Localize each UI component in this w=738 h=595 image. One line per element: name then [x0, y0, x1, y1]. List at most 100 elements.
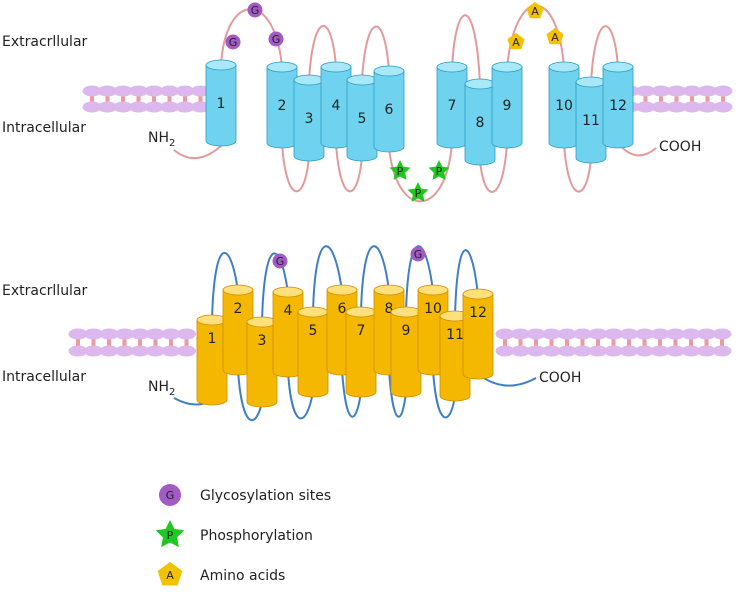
helix-number: 6	[385, 102, 394, 118]
lipid-head	[698, 101, 717, 113]
lipid-tail	[90, 91, 94, 107]
legend-glycosylation-label: Glycosylation sites	[200, 488, 331, 504]
loop-segment	[335, 142, 363, 193]
helix-number: 11	[446, 327, 464, 343]
lipid-head	[588, 345, 608, 357]
legend-glycosylation-icon: G	[159, 484, 181, 506]
bottom-intracellular-label: Intracellular	[2, 369, 86, 385]
loop-segment	[281, 142, 310, 193]
bottom-modification-marks: GG	[272, 246, 426, 269]
lipid-head	[667, 85, 686, 97]
lipid-head	[588, 328, 608, 340]
lipid-tail	[169, 334, 173, 351]
helix-number: 2	[278, 98, 287, 114]
lipid-head	[99, 328, 119, 340]
lipid-tail	[198, 91, 203, 107]
helix-2: 2	[266, 61, 298, 149]
lipid-head	[115, 328, 134, 340]
phosphorylation-star-icon: P	[428, 160, 450, 180]
bottom-n-terminus-label: NH2	[148, 379, 175, 398]
loop-segment	[173, 145, 222, 159]
svg-text:G: G	[229, 36, 238, 49]
lipid-head	[98, 101, 117, 113]
helix-number: 1	[208, 331, 217, 347]
lipid-head	[144, 101, 164, 113]
glycosylation-icon: G	[225, 34, 241, 50]
svg-text:P: P	[397, 165, 404, 178]
loop-segment	[287, 371, 314, 420]
lipid-head	[98, 85, 117, 97]
lipid-head	[651, 85, 671, 97]
lipid-tail	[690, 91, 694, 107]
phosphorylation-star-icon: P	[407, 182, 429, 202]
helix-number: 12	[469, 305, 487, 321]
loop-segment	[590, 25, 619, 84]
lipid-tail	[549, 334, 554, 351]
legend-phosphorylation-label: Phosphorylation	[200, 528, 313, 544]
lipid-head	[130, 328, 150, 340]
legend: G Glycosylation sites P Phosphorylation …	[155, 484, 331, 586]
lipid-tail	[107, 334, 111, 351]
lipid-head	[511, 345, 530, 357]
lipid-head	[713, 101, 733, 113]
lipid-head	[712, 345, 732, 357]
loop-segment	[361, 25, 390, 82]
lipid-tail	[167, 91, 172, 107]
lipid-head	[697, 345, 716, 357]
bottom-c-terminus-label: COOH	[539, 370, 581, 386]
helix-4: 4	[320, 61, 352, 149]
legend-amino-acids-label: Amino acids	[200, 568, 285, 584]
lipid-head	[511, 328, 530, 340]
lipid-tail	[534, 334, 538, 351]
loop-segment	[211, 251, 239, 322]
svg-text:G: G	[414, 248, 423, 261]
svg-text:A: A	[166, 569, 174, 582]
helix-8: 8	[464, 78, 496, 166]
lipid-tail	[121, 91, 125, 107]
lipid-head	[712, 328, 732, 340]
lipid-tail	[642, 334, 647, 351]
helix-7: 7	[345, 306, 377, 398]
helix-number: 7	[357, 323, 366, 339]
top-extracellular-label: Extracrllular	[2, 34, 88, 50]
lipid-head	[160, 101, 179, 113]
top-membrane-bilayer	[82, 85, 733, 113]
helix-number: 5	[309, 323, 318, 339]
helix-11: 11	[439, 310, 471, 402]
lipid-head	[84, 328, 103, 340]
lipid-head	[177, 328, 196, 340]
lipid-head	[557, 345, 577, 357]
lipid-head	[191, 101, 210, 113]
lipid-head	[129, 101, 148, 113]
lipid-head	[129, 85, 148, 97]
lipid-tail	[105, 91, 110, 107]
helix-number: 10	[424, 301, 442, 317]
lipid-tail	[152, 91, 156, 107]
helix-number: 4	[284, 303, 293, 319]
lipid-head	[495, 328, 515, 340]
helix-number: 4	[332, 98, 341, 114]
lipid-tail	[503, 334, 507, 351]
lipid-head	[636, 101, 655, 113]
lipid-head	[650, 345, 670, 357]
lipid-head	[651, 101, 671, 113]
lipid-head	[650, 328, 670, 340]
lipid-head	[495, 345, 515, 357]
helix-5: 5	[297, 306, 329, 398]
lipid-head	[113, 85, 133, 97]
loop-segment	[479, 142, 508, 193]
loop-segment	[341, 369, 362, 418]
lipid-head	[604, 345, 623, 357]
lipid-head	[161, 345, 181, 357]
lipid-head	[160, 85, 179, 97]
helix-10: 10	[548, 61, 580, 149]
lipid-head	[573, 345, 592, 357]
helix-9: 9	[491, 61, 523, 149]
top-n-terminus-label: NH2	[148, 130, 175, 149]
lipid-tail	[704, 334, 709, 351]
lipid-head	[604, 328, 623, 340]
lipid-head	[130, 345, 150, 357]
helix-number: 9	[402, 323, 411, 339]
amino-acid-pentagon-icon: A	[546, 28, 564, 45]
